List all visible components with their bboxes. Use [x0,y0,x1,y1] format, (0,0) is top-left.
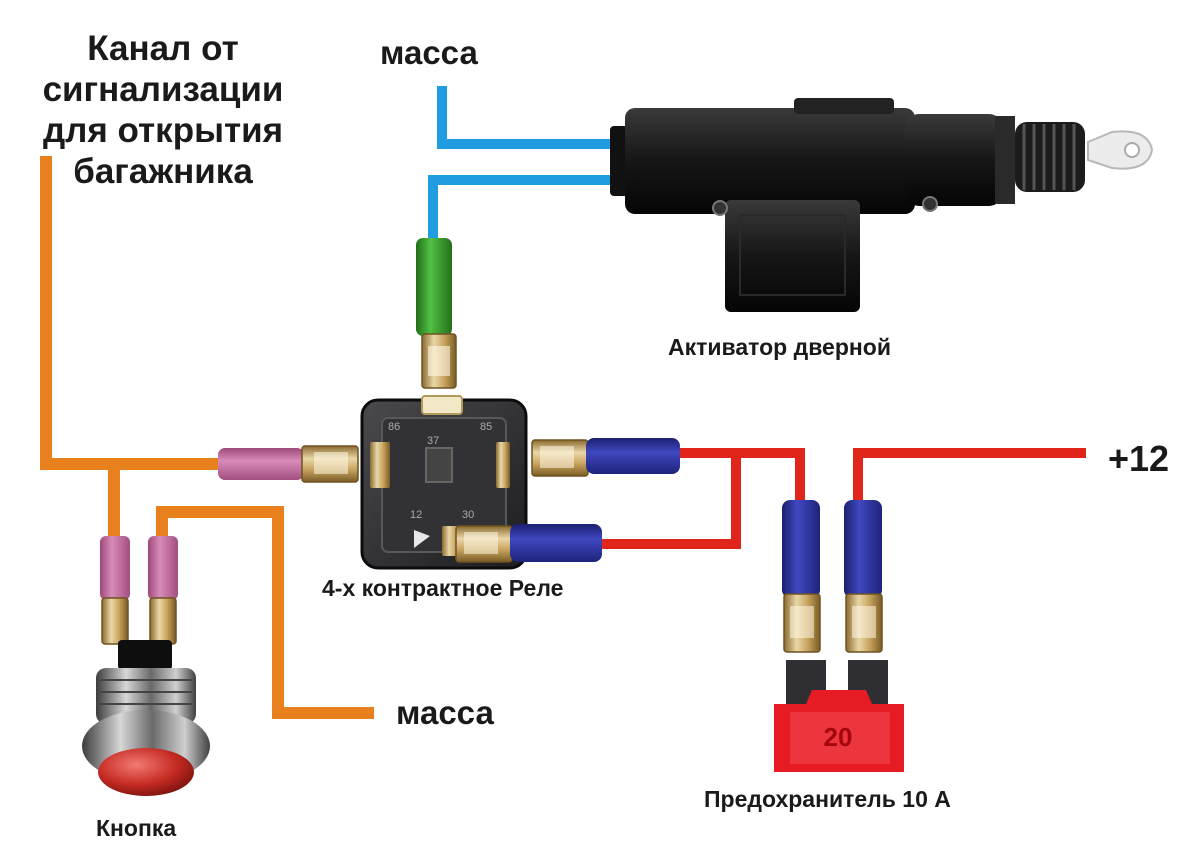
relay-label: 4-х контрактное Реле [322,575,564,601]
pink-connector-button-left [100,536,130,645]
pink-connector-relay [218,445,359,483]
navy-connector-relay-30 [455,524,602,563]
red-wire-relay-85 [676,448,805,506]
button-label: Кнопка [96,815,177,841]
red-wires [598,448,1086,549]
alarm-channel-line-1: Канал от [87,29,239,68]
orange-wire-button-right [156,506,374,719]
green-connector [416,238,457,389]
orange-wires [40,156,374,719]
red-wire-relay-30 [598,453,741,549]
red-wire-plus12 [853,448,1086,506]
fuse: 20 [774,660,904,772]
ground-label-bottom: масса [396,694,494,731]
fuse-label: Предохранитель 10 А [704,786,951,812]
ground-label-top: масса [380,34,478,71]
plus12-label: +12 [1108,438,1170,479]
actuator-rod-tip [1087,130,1154,170]
navy-connector-fuse-right [844,500,883,653]
relay-pin-86: 86 [388,421,400,433]
relay-pin-12: 12 [410,509,422,521]
alarm-channel-line-4: багажника [73,152,253,191]
relay-pin-30: 30 [462,509,474,521]
blue-wires [428,86,612,246]
alarm-channel-line-3: для открытия [42,111,284,150]
door-actuator-label: Активатор дверной [668,334,891,360]
blue-wire-relay [428,175,612,246]
fuse-rating-text: 20 [824,722,853,752]
navy-connector-fuse-left [782,500,821,653]
alarm-channel-label: Канал от сигнализации для открытия багаж… [28,28,298,192]
alarm-channel-line-2: сигнализации [42,70,284,109]
door-actuator [610,98,1154,312]
relay-pin-85: 85 [480,421,492,433]
push-button [82,640,210,796]
orange-wire-alarm-channel [40,156,228,470]
blue-wire-ground [437,86,612,149]
relay-pin-87: 37 [427,435,439,447]
actuator-thread [1015,122,1085,192]
pink-connector-button-right [148,536,178,645]
navy-connector-relay-85 [531,438,680,477]
